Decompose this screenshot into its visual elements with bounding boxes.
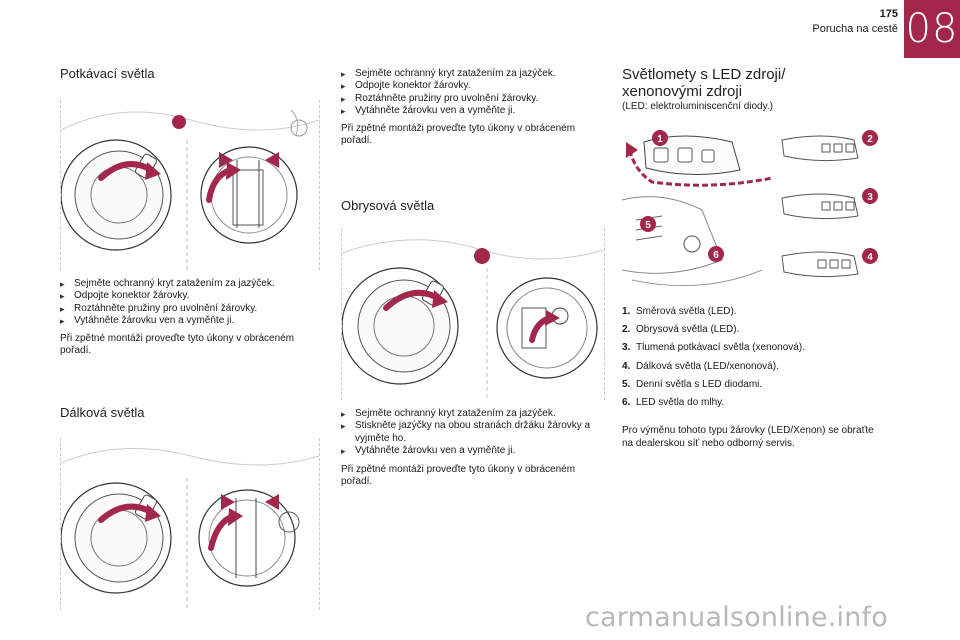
high-beam-heading: Dálková světla [60, 405, 145, 420]
list-item: 4.Dálková světla (LED/xenonová). [622, 360, 779, 372]
led-headlamp-illustration: 1 2 3 4 5 6 [621, 120, 884, 300]
list-item: Roztáhněte pružiny pro uvolnění žárovky. [60, 303, 322, 316]
high-beam-illustration [60, 438, 320, 610]
list-item: 6.LED světla do mlhy. [622, 396, 725, 408]
side-lights-illustration [341, 228, 605, 400]
col2-note: Při zpětné montáži proveďte tyto úkony v… [341, 123, 576, 147]
callout-1: 1 [657, 134, 663, 145]
side-lights-steps: Sejměte ochranný kryt zatažením za jazýč… [341, 408, 603, 458]
low-beam-heading: Potkávací světla [60, 66, 155, 81]
callout-4: 4 [867, 252, 873, 263]
list-item: Vytáhněte žárovku ven a vyměňte ji. [60, 315, 322, 328]
list-item: Vytáhněte žárovku ven a vyměňte ji. [341, 105, 603, 118]
list-item: Odpojte konektor žárovky. [60, 290, 322, 303]
page-title: Porucha na cestě [812, 23, 898, 35]
callout-3: 3 [867, 192, 873, 203]
led-footer-note: Pro výměnu tohoto typu žárovky (LED/Xeno… [622, 425, 874, 449]
list-item: 1.Směrová světla (LED). [622, 306, 737, 317]
side-lights-heading: Obrysová světla [341, 198, 435, 213]
list-item: 3.Tlumená potkávací světla (xenonová). [622, 342, 805, 354]
callout-2: 2 [867, 134, 873, 145]
list-item: Sejměte ochranný kryt zatažením za jazýč… [341, 408, 603, 421]
low-beam-note: Při zpětné montáži proveďte tyto úkony v… [60, 333, 295, 357]
list-item: 5.Denní světla s LED diodami. [622, 378, 763, 390]
list-item: 2.Obrysová světla (LED). [622, 324, 740, 336]
callout-5: 5 [645, 220, 651, 231]
page-number: 175 [879, 8, 898, 20]
led-heading: Světlomety s LED zdroji/ xenonovými zdro… [622, 66, 786, 100]
chapter-tab: 08 [904, 0, 960, 58]
side-lights-note: Při zpětné montáži proveďte tyto úkony v… [341, 464, 576, 488]
list-item: Stiskněte jazýčky na obou stranách držák… [341, 420, 603, 445]
list-item: Sejměte ochranný kryt zatažením za jazýč… [60, 278, 322, 291]
low-beam-illustration [60, 100, 320, 270]
led-legend: 1.Směrová světla (LED). 2.Obrysová světl… [622, 306, 884, 415]
list-item: Vytáhněte žárovku ven a vyměňte ji. [341, 445, 603, 458]
list-item: Odpojte konektor žárovky. [341, 80, 603, 93]
list-item: Roztáhněte pružiny pro uvolnění žárovky. [341, 93, 603, 106]
callout-6: 6 [713, 250, 719, 261]
col2-steps: Sejměte ochranný kryt zatažením za jazýč… [341, 68, 603, 118]
list-item: Sejměte ochranný kryt zatažením za jazýč… [341, 68, 603, 81]
low-beam-steps: Sejměte ochranný kryt zatažením za jazýč… [60, 278, 322, 328]
led-subtitle: (LED: elektroluminiscenční diody.) [622, 101, 773, 112]
watermark: carmanualsonline.info [585, 602, 888, 633]
